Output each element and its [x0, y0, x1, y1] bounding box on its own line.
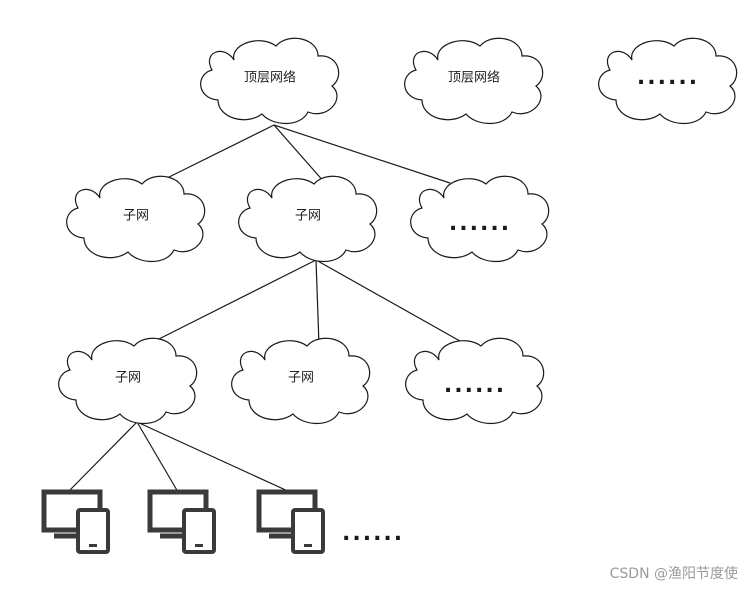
top-level-cloud-more: ......	[598, 37, 738, 125]
subnet-cloud-l3-2-label: 子网	[288, 371, 314, 386]
subnet-cloud-l3-1-label: 子网	[115, 371, 141, 386]
edge-subnet-to-device-1	[67, 421, 138, 493]
edge-top-to-subnet-1	[156, 124, 275, 184]
subnet-cloud-l2-2: 子网	[238, 175, 378, 263]
watermark: CSDN @渔阳节度使	[610, 565, 738, 582]
subnet-cloud-l2-1: 子网	[66, 175, 206, 263]
edge-subnet-to-device-2	[136, 421, 179, 493]
edge-subnet-to-subnet-more	[315, 259, 468, 346]
device-monitor-phone-icon	[41, 489, 110, 554]
subnet-cloud-l3-2: 子网	[231, 337, 371, 425]
subnet-cloud-l3-more: ......	[405, 337, 545, 425]
subnet-cloud-l2-2-label: 子网	[295, 209, 321, 224]
edge-subnet-to-subnet-2	[315, 259, 320, 346]
edge-subnet-to-device-3	[136, 421, 291, 493]
edge-subnet-to-subnet-1	[146, 259, 317, 346]
edges	[67, 124, 468, 493]
edge-top-to-subnet-2	[273, 124, 326, 184]
edge-top-to-subnet-more	[273, 124, 451, 184]
device-monitor-phone-icon	[256, 489, 325, 554]
subnet-cloud-l2-1-label: 子网	[123, 209, 149, 224]
devices-more-ellipsis: ......	[342, 521, 404, 546]
device-monitor-phone-icon	[147, 489, 216, 554]
top-level-cloud-2: 顶层网络	[404, 37, 544, 125]
subnet-cloud-l3-more-label: ......	[444, 373, 506, 398]
subnet-cloud-l3-1: 子网	[58, 337, 198, 425]
top-level-cloud-1: 顶层网络	[200, 37, 340, 125]
subnet-cloud-l2-more-label: ......	[449, 211, 511, 236]
top-level-cloud-2-label: 顶层网络	[448, 70, 500, 86]
subnet-cloud-l2-more: ......	[410, 175, 550, 263]
top-level-cloud-1-label: 顶层网络	[244, 70, 296, 86]
top-level-cloud-more-label: ......	[637, 65, 699, 90]
